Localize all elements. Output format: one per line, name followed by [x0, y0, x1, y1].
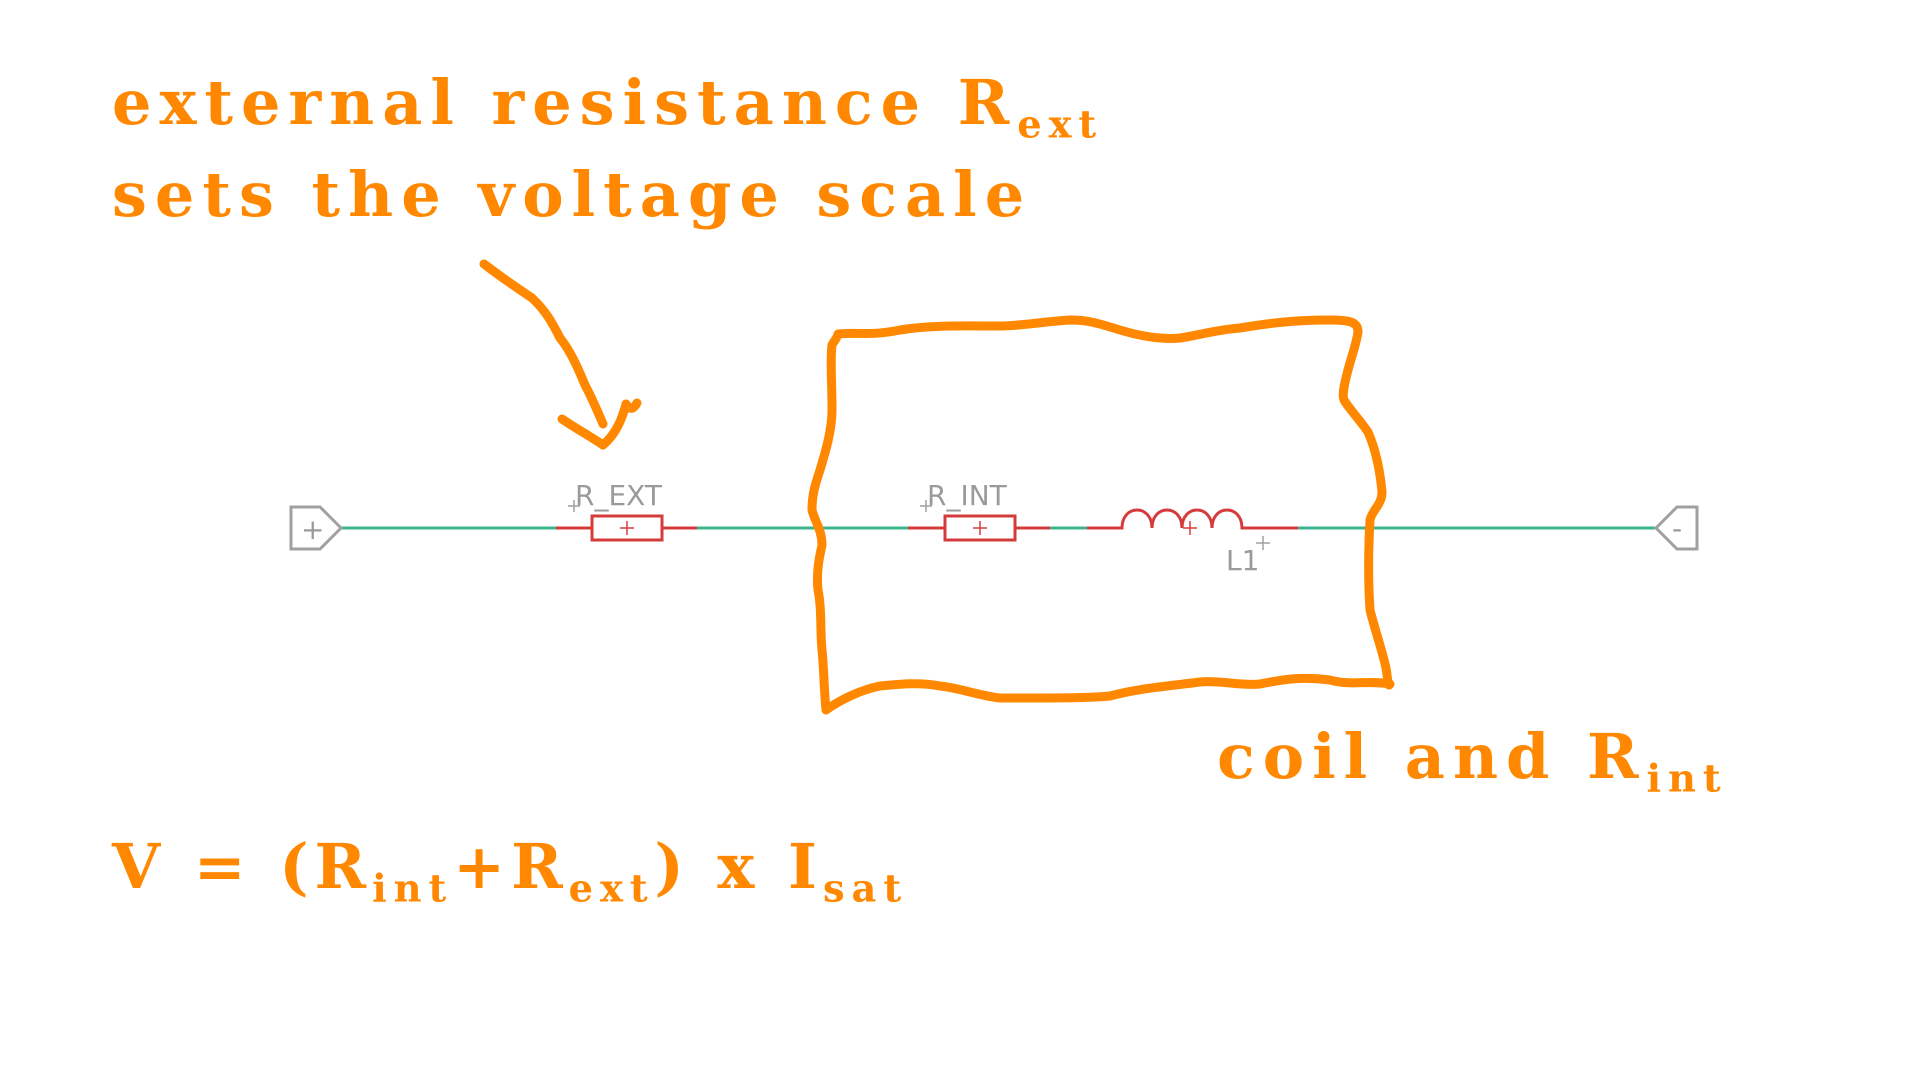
port-plus-symbol: + — [301, 513, 324, 546]
annotation-text: coil and R — [1217, 720, 1647, 793]
formula-close: ) x I — [654, 830, 823, 903]
external-resistance-annotation: external resistance Rext — [112, 66, 1103, 147]
formula-plus: +R — [453, 830, 569, 903]
resistor-r-int[interactable]: R_INT — [908, 479, 1050, 542]
formula-lhs: V = (R — [112, 830, 373, 903]
l1-label: L1 — [1226, 544, 1259, 577]
annotation-text: external resistance R — [112, 66, 1018, 139]
resistor-r-ext[interactable]: R_EXT — [556, 479, 697, 542]
port-minus-symbol: - — [1672, 512, 1682, 545]
port-plus[interactable]: + — [289, 505, 344, 551]
subscript-ext: ext — [568, 866, 655, 912]
subscript-int: int — [1646, 756, 1728, 802]
subscript-int: int — [372, 866, 454, 912]
subscript-sat: sat — [822, 866, 909, 912]
subscript-ext: ext — [1017, 102, 1104, 148]
coil-annotation: coil and Rint — [1217, 720, 1728, 801]
inductor-l1[interactable]: L1 — [1087, 508, 1298, 577]
port-minus[interactable]: - — [1653, 505, 1699, 551]
coil-enclosure-outline — [807, 315, 1395, 715]
r-int-label: R_INT — [927, 479, 1008, 512]
voltage-scale-annotation: sets the voltage scale — [112, 158, 1033, 231]
r-ext-label: R_EXT — [575, 479, 663, 512]
voltage-formula: V = (Rint+Rext) x Isat — [112, 830, 908, 911]
arrow-icon — [479, 259, 642, 450]
